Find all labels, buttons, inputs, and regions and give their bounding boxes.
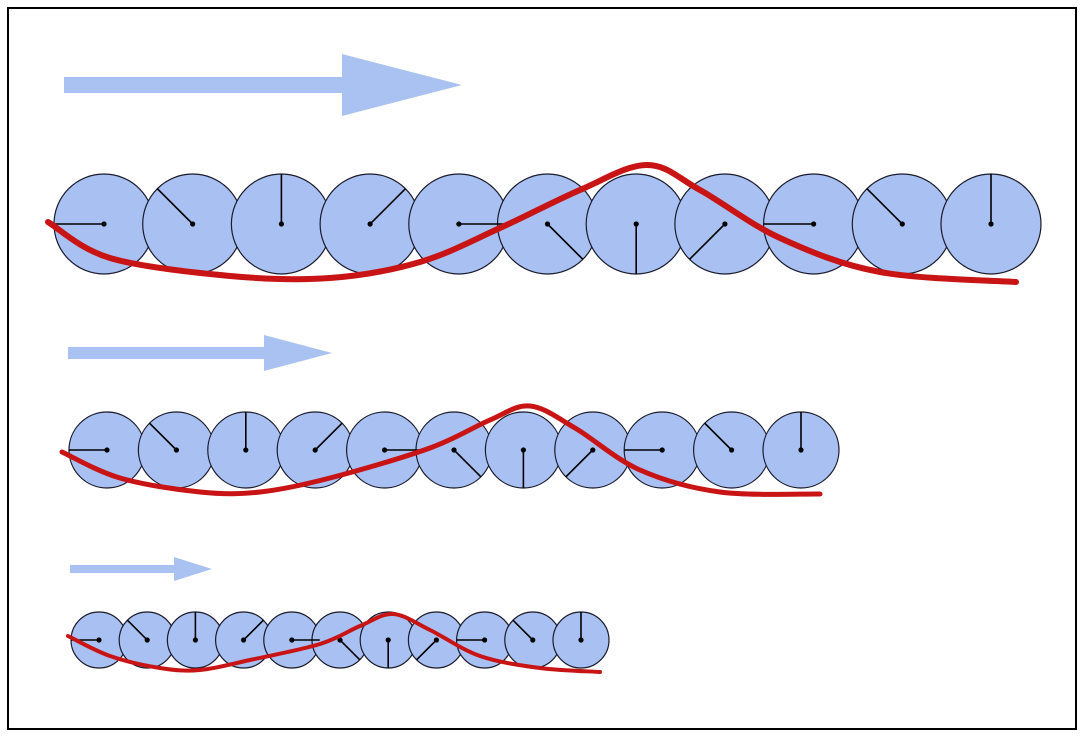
trajectory-curve: [59, 403, 823, 497]
center-dot: [144, 637, 150, 643]
center-dot: [190, 221, 196, 227]
center-dot: [241, 637, 247, 643]
radius-line: [546, 223, 584, 260]
rows-layer: [45, 54, 1042, 674]
center-dot: [722, 221, 728, 227]
radius-line: [565, 449, 594, 478]
radius-line: [339, 639, 361, 661]
center-dot: [530, 637, 536, 643]
center-dot: [385, 637, 391, 643]
radius-line: [704, 422, 733, 451]
center-dot: [544, 221, 551, 227]
trajectory-curve: [45, 162, 1019, 285]
radius-line: [243, 619, 264, 641]
radius-line: [512, 619, 534, 641]
direction-arrow-medium: [68, 335, 332, 371]
radius-line: [314, 422, 343, 451]
radius-line: [148, 422, 177, 451]
center-dot: [482, 637, 488, 643]
radius-line: [126, 619, 148, 641]
center-dot: [337, 637, 343, 643]
radius-line: [866, 188, 903, 225]
center-dot: [96, 637, 102, 643]
center-dot: [520, 447, 527, 453]
center-dot: [367, 221, 373, 227]
center-dot: [988, 221, 994, 227]
center-dot: [659, 447, 665, 453]
large-row: [45, 54, 1042, 285]
center-dot: [899, 221, 905, 227]
direction-arrow-short: [70, 557, 212, 581]
center-dot: [382, 447, 388, 453]
center-dot: [433, 637, 439, 643]
trajectory-curve: [66, 611, 602, 674]
center-dot: [243, 447, 249, 453]
diagram-frame: [7, 7, 1077, 730]
radius-line: [369, 188, 407, 225]
medium-row: [59, 335, 840, 497]
center-dot: [729, 447, 735, 453]
center-dot: [289, 637, 295, 643]
center-dot: [456, 221, 462, 227]
radius-line: [156, 188, 194, 225]
center-dot: [633, 221, 639, 227]
radius-line: [688, 223, 726, 260]
center-dot: [312, 447, 318, 453]
center-dot: [811, 221, 817, 227]
radius-line: [453, 449, 482, 478]
center-dot: [278, 221, 284, 227]
center-dot: [578, 637, 584, 643]
small-row: [66, 557, 610, 674]
center-dot: [590, 447, 596, 453]
center-dot: [101, 221, 107, 227]
center-dot: [798, 447, 804, 453]
center-dot: [173, 447, 179, 453]
direction-arrow-long: [64, 54, 462, 116]
radius-line: [416, 639, 437, 661]
center-dot: [192, 637, 198, 643]
center-dot: [451, 447, 457, 453]
center-dot: [104, 447, 110, 453]
